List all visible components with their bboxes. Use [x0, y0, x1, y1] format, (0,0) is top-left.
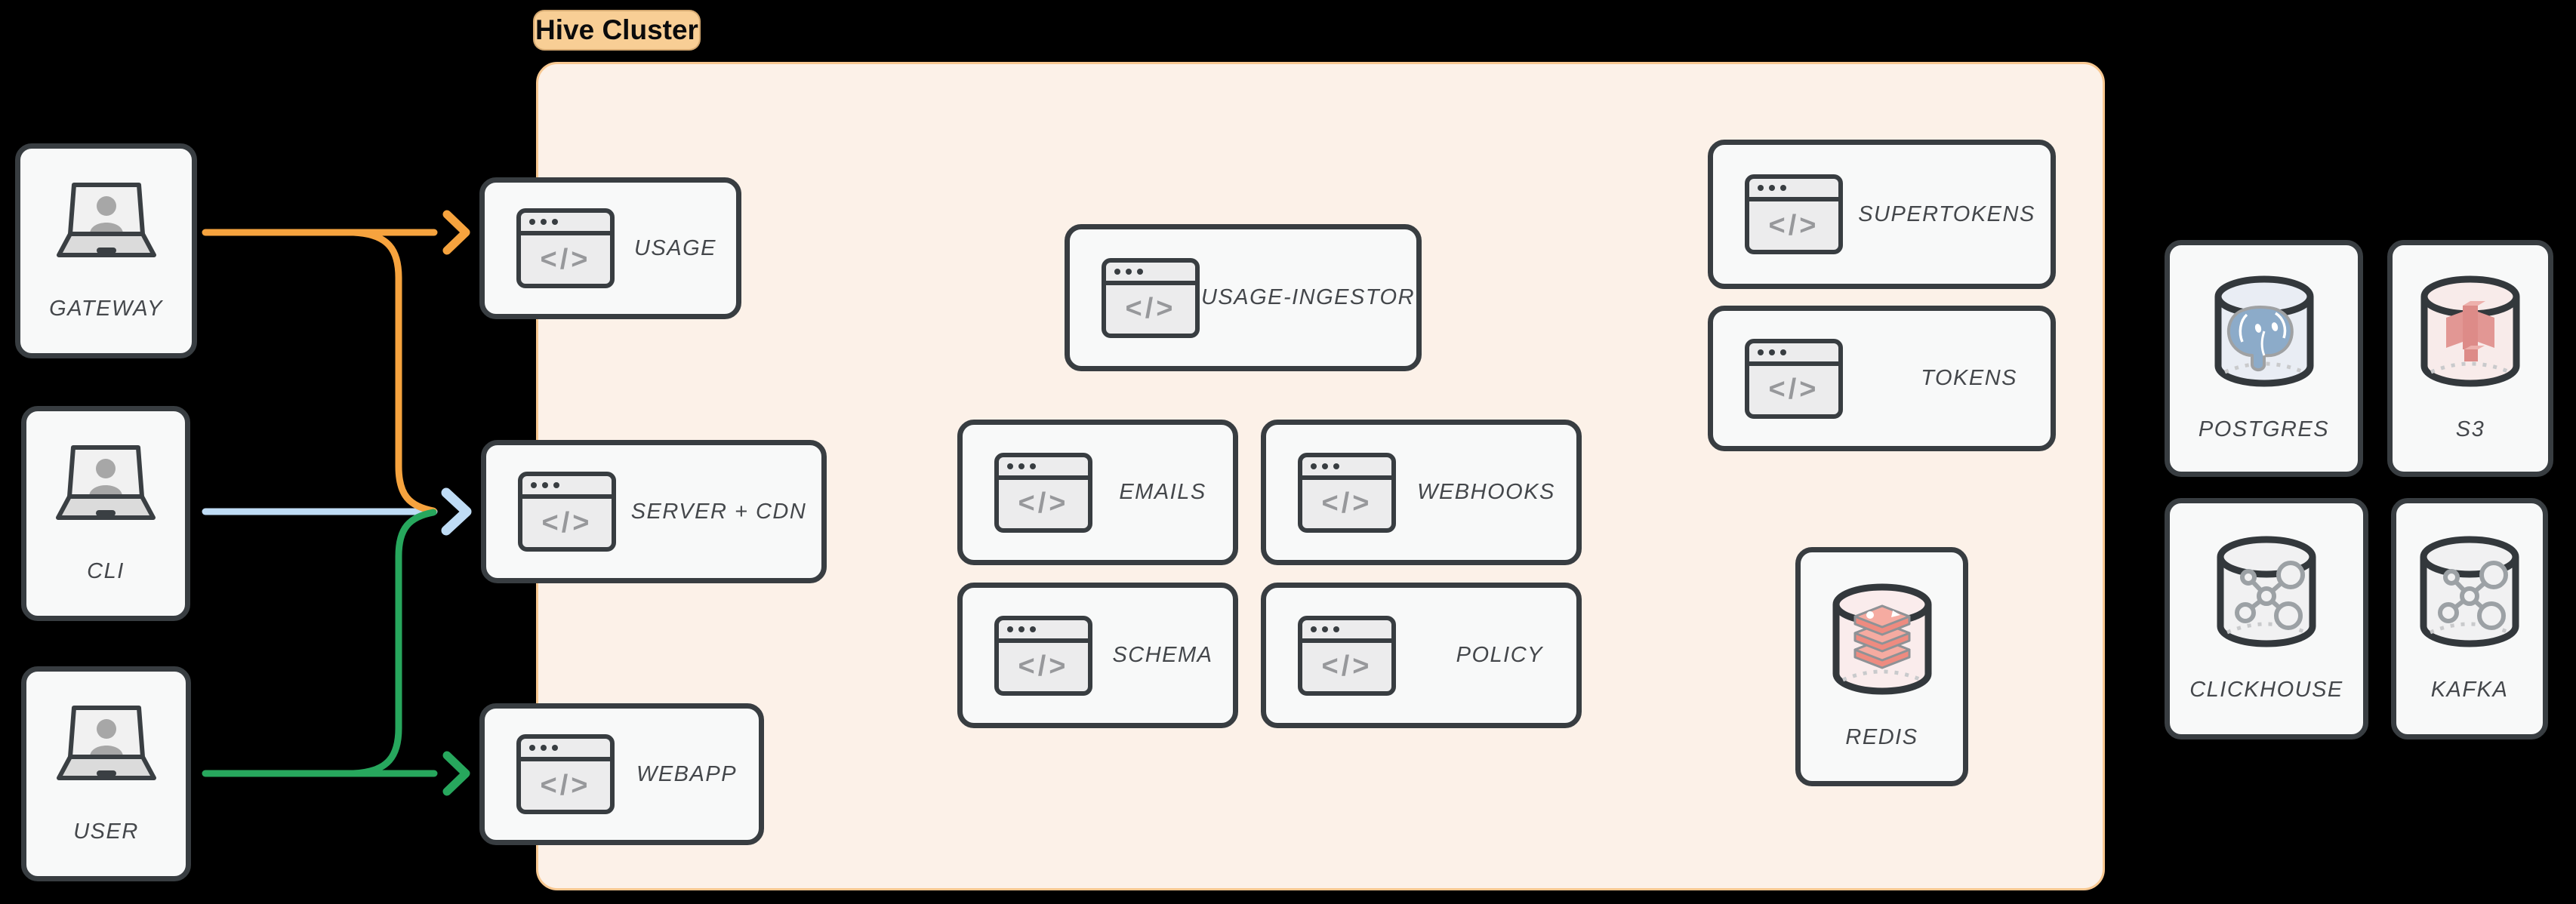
- code-window-icon: </>: [518, 472, 616, 552]
- code-glyph: </>: [540, 769, 591, 801]
- node-label: CLICKHOUSE: [2189, 677, 2343, 702]
- code-window-icon: </>: [1745, 338, 1843, 419]
- node-cli: CLI: [21, 406, 190, 621]
- node-label: REDIS: [1845, 725, 1918, 749]
- clickhouse-database-icon: [2214, 536, 2319, 649]
- node-label: WEBHOOKS: [1417, 480, 1555, 504]
- window-titlebar: [999, 620, 1088, 643]
- window-titlebar: [999, 457, 1088, 480]
- code-glyph: </>: [1768, 209, 1820, 241]
- edge-cli-to-server-arrowhead-icon: [441, 487, 472, 536]
- node-label: SERVER + CDN: [630, 499, 807, 524]
- node-redis: REDIS: [1795, 547, 1968, 786]
- code-glyph: </>: [1018, 650, 1069, 682]
- window-titlebar: [522, 476, 612, 499]
- code-window-icon: </>: [1102, 257, 1200, 338]
- window-titlebar: [521, 739, 610, 761]
- node-label: WEBAPP: [636, 761, 738, 786]
- node-label: POLICY: [1456, 643, 1543, 667]
- node-label: S3: [2455, 417, 2485, 441]
- code-window-icon: </>: [516, 208, 615, 288]
- node-emails: </> EMAILS: [957, 420, 1238, 565]
- node-user: USER: [21, 666, 191, 881]
- edge-user-to-server: [350, 509, 437, 777]
- code-window-icon: </>: [1745, 174, 1843, 254]
- postgres-database-icon: [2211, 275, 2317, 389]
- hive-cluster-badge: Hive Cluster: [533, 10, 701, 51]
- code-window-icon: </>: [994, 452, 1092, 533]
- window-titlebar: [1749, 343, 1838, 366]
- node-label: GATEWAY: [49, 296, 163, 321]
- window-titlebar: [1106, 263, 1195, 285]
- laptop-user-icon: [50, 704, 163, 791]
- window-titlebar: [521, 213, 610, 235]
- edge-user-to-webapp-arrowhead-icon: [442, 751, 470, 796]
- node-clickhouse: CLICKHOUSE: [2165, 498, 2368, 739]
- node-usage: </> USAGE: [479, 177, 741, 319]
- laptop-user-icon: [50, 181, 163, 268]
- node-label: USAGE: [633, 235, 717, 260]
- code-window-icon: </>: [516, 734, 615, 814]
- node-webhooks: </> WEBHOOKS: [1261, 420, 1582, 565]
- node-tokens: </> TOKENS: [1708, 306, 2056, 451]
- node-label: KAFKA: [2430, 677, 2509, 702]
- redis-database-icon: [1829, 583, 1935, 696]
- node-gateway: GATEWAY: [15, 143, 197, 358]
- edge-gateway-to-server: [350, 229, 437, 515]
- node-label: POSTGRES: [2198, 417, 2330, 441]
- node-webapp: </> WEBAPP: [479, 703, 764, 845]
- code-window-icon: </>: [1298, 615, 1396, 696]
- code-glyph: </>: [540, 243, 591, 275]
- node-label: EMAILS: [1119, 480, 1206, 504]
- node-label: CLI: [87, 558, 125, 583]
- node-label: USAGE-INGESTOR: [1200, 285, 1416, 309]
- kafka-database-icon: [2417, 536, 2522, 649]
- code-glyph: </>: [1768, 374, 1820, 405]
- code-glyph: </>: [541, 506, 593, 539]
- node-label: USER: [73, 819, 139, 844]
- node-kafka: KAFKA: [2391, 498, 2548, 739]
- laptop-user-icon: [49, 444, 162, 530]
- edge-gateway-to-usage-arrowhead-icon: [442, 210, 470, 255]
- node-usage-ingestor: </> USAGE-INGESTOR: [1065, 224, 1422, 371]
- node-label: SUPERTOKENS: [1858, 201, 2035, 226]
- code-glyph: </>: [1125, 293, 1176, 324]
- node-schema: </> SCHEMA: [957, 583, 1238, 728]
- code-glyph: </>: [1321, 650, 1373, 682]
- node-server-cdn: </> SERVER + CDN: [481, 440, 827, 583]
- code-window-icon: </>: [1298, 452, 1396, 533]
- window-titlebar: [1302, 620, 1391, 643]
- node-label: SCHEMA: [1112, 643, 1213, 667]
- s3-database-icon: [2417, 275, 2523, 389]
- window-titlebar: [1749, 179, 1838, 201]
- code-glyph: </>: [1321, 487, 1373, 519]
- node-label: TOKENS: [1921, 366, 2017, 390]
- node-policy: </> POLICY: [1261, 583, 1582, 728]
- node-s3: S3: [2387, 240, 2553, 477]
- node-supertokens: </> SUPERTOKENS: [1708, 140, 2056, 289]
- code-glyph: </>: [1018, 487, 1069, 519]
- node-postgres: POSTGRES: [2165, 240, 2363, 477]
- window-titlebar: [1302, 457, 1391, 480]
- code-window-icon: </>: [994, 615, 1092, 696]
